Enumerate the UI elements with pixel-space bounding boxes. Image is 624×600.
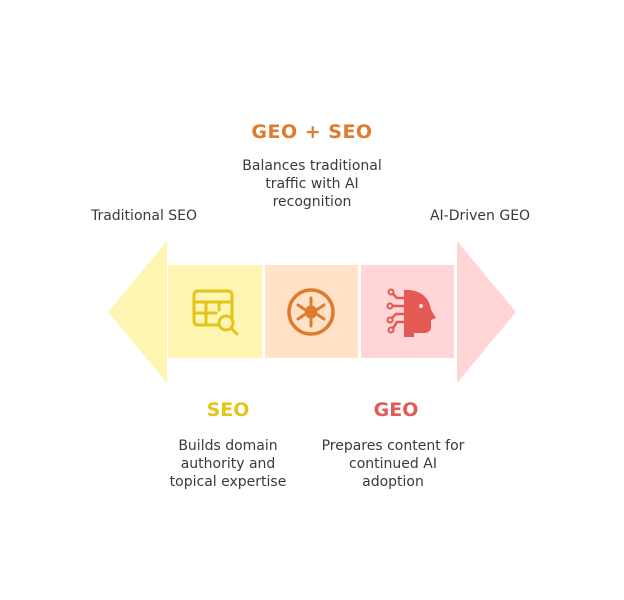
left-arrow-shape [108, 241, 167, 383]
right-arrow-shape [457, 241, 516, 383]
geo-description: Prepares content for continued AI adopti… [321, 438, 465, 490]
geo-seo-description: Balances traditional traffic with AI rec… [242, 158, 382, 210]
seo-title: SEO [206, 399, 250, 421]
table-search-icon [192, 289, 239, 336]
ai-driven-geo-label: AI-Driven GEO [429, 208, 531, 224]
seo-description: Builds domain authority and topical expe… [169, 438, 287, 490]
geo-seo-title: GEO + SEO [251, 121, 373, 143]
geo-title: GEO [373, 399, 419, 421]
gear-circle-icon [287, 288, 335, 336]
traditional-seo-label: Traditional SEO [90, 208, 198, 224]
ai-head-icon [386, 288, 436, 337]
